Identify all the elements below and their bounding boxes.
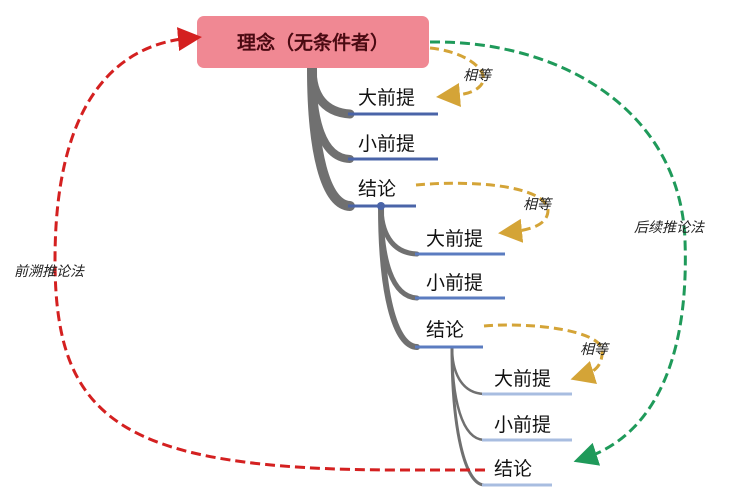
- node-l1-major-premise[interactable]: 大前提: [358, 87, 415, 109]
- forward-inference-label: 后续推论法: [634, 220, 705, 236]
- equal-label-1: 相等: [463, 68, 493, 84]
- node-l1-minor-premise[interactable]: 小前提: [358, 133, 415, 155]
- junction-dot: [377, 202, 385, 210]
- branch-connectors: [307, 63, 486, 487]
- equal-label-3: 相等: [580, 342, 610, 358]
- node-underlines: [348, 112, 572, 487]
- equal-label-2: 相等: [523, 197, 553, 213]
- backward-inference-arrow: [53, 27, 485, 472]
- root-node[interactable]: 理念（无条件者）: [197, 16, 429, 68]
- node-l3-conclusion[interactable]: 结论: [494, 458, 532, 480]
- backward-inference-label: 前溯推论法: [14, 264, 85, 280]
- node-l2-conclusion[interactable]: 结论: [426, 319, 464, 341]
- forward-inference-arrow: [429, 40, 687, 466]
- node-l2-major-premise[interactable]: 大前提: [426, 228, 483, 250]
- node-l3-major-premise[interactable]: 大前提: [494, 368, 551, 390]
- equal-arrows: [415, 46, 604, 384]
- node-l1-conclusion[interactable]: 结论: [358, 178, 396, 200]
- node-l2-minor-premise[interactable]: 小前提: [426, 272, 483, 294]
- root-label: 理念（无条件者）: [237, 31, 389, 54]
- node-l3-minor-premise[interactable]: 小前提: [494, 414, 551, 436]
